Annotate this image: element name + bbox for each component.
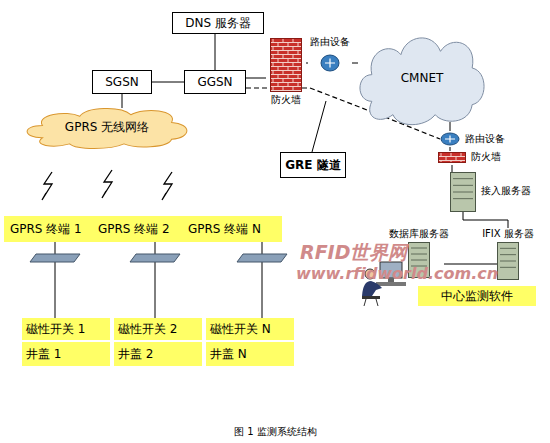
connector-path [452,165,453,172]
router-icon [440,132,460,146]
node-label: 井盖 2 [118,347,153,361]
caption: 图 1 监测系统结构 [234,425,317,439]
node-label: 数据库服务器 [388,228,450,240]
connector-path [155,242,156,318]
terminal-box: GPRS 终端 2 [92,216,182,242]
switch-box: 磁性开关 2 [114,318,202,340]
node-label: 磁性开关 2 [118,322,177,336]
watermark: www.rfidworld.com.cn [296,264,498,283]
connector-path [463,212,508,228]
connector-path [55,242,56,318]
cover-box: 井盖 1 [22,342,110,366]
node-label: 防火墙 [270,94,302,106]
network-cloud: GPRS 无线网络 [22,104,192,150]
terminal-board [30,254,287,262]
leader-line [312,101,326,152]
connector-path [450,122,451,131]
link-line [155,242,156,318]
connector-path [352,63,358,64]
link-line [452,165,453,172]
link-line [262,242,263,318]
link-line [246,78,266,79]
switch-box: 磁性开关 N [206,318,294,340]
node-label: IFIX 服务器 [481,228,535,240]
terminal-box: GPRS 终端 N [182,216,282,242]
router-icon [320,54,340,72]
node-label: 磁性开关 1 [26,322,85,336]
connector-path [306,63,308,64]
cover-box: 井盖 N [206,342,294,366]
connector-path [246,78,266,79]
node-label: GRE 隧道 [285,158,340,172]
router: 路由设备 [308,36,352,76]
node-label: GGSN [197,75,232,89]
node-label: 路由设备 [464,133,506,145]
switch-box: 磁性开关 1 [22,318,110,340]
gateway-box: SGSN [92,70,152,94]
connector-path [262,242,263,318]
connector-path [152,82,184,83]
link-line [55,242,56,318]
watermark: RFID世界网 [300,240,407,266]
network-cloud: CMNET [356,28,488,128]
node-label: CMNET [401,71,444,85]
router: 路由设备 [440,131,510,147]
link-line [306,63,308,64]
node-label: 中心监测软件 [441,289,513,303]
server-icon [450,172,476,212]
link-line [450,122,451,131]
callout-box: GRE 隧道 [280,152,346,178]
terminal-box: GPRS 终端 1 [4,216,92,242]
cover-box: 井盖 2 [114,342,202,366]
node-label: GPRS 终端 2 [98,222,170,236]
node-label: DNS 服务器 [185,16,251,30]
link-line [215,34,216,70]
node-label: 防火墙 [470,151,502,163]
node-label: 接入服务器 [480,185,532,197]
link-line [463,212,508,228]
node-label: SGSN [105,75,139,89]
firewall: 防火墙 [436,151,506,165]
software-box: 中心监测软件 [418,286,536,306]
link-line [352,63,358,64]
server-box: DNS 服务器 [172,12,264,34]
node-label: 井盖 1 [26,347,61,361]
node-label: GPRS 终端 1 [10,222,82,236]
server: 接入服务器 [448,172,538,212]
connector-path [450,147,451,151]
firewall: 防火墙 [266,38,306,108]
node-label: 磁性开关 N [210,322,271,336]
node-label: 路由设备 [309,36,351,48]
connector-path [122,94,123,108]
connector-path [215,34,216,70]
node-label: GPRS 无线网络 [65,120,149,134]
link-line [450,147,451,151]
server-icon [497,242,519,280]
link-line [122,94,123,108]
firewall-icon [270,38,302,92]
node-label: 井盖 N [210,347,247,361]
gateway-box: GGSN [184,70,246,94]
node-label: GPRS 终端 N [188,222,261,236]
signal-bolt [42,170,172,200]
firewall-icon [438,152,466,163]
link-line [152,82,184,83]
